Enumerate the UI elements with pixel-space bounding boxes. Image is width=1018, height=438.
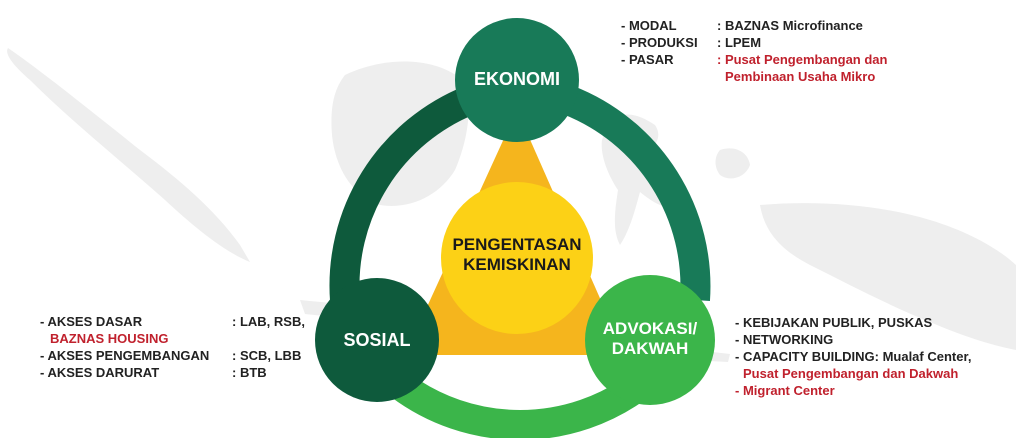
ekonomi-info-key: - MODAL xyxy=(621,18,677,33)
advokasi-label-line2: DAKWAH xyxy=(611,339,689,358)
ekonomi-info-row: - PASAR : Pusat Pengembangan dan xyxy=(621,51,921,68)
advokasi-info: - KEBIJAKAN PUBLIK, PUSKAS - NETWORKING … xyxy=(735,314,1015,399)
advokasi-info-line: - NETWORKING xyxy=(735,332,834,347)
sosial-info-row: BAZNAS HOUSING xyxy=(40,330,320,347)
sosial-info-value: : LAB, RSB, xyxy=(232,314,305,329)
ekonomi-info-row: Pembinaan Usaha Mikro xyxy=(621,68,921,85)
advokasi-info-row: - NETWORKING xyxy=(735,331,1015,348)
advokasi-info-row: - CAPACITY BUILDING: Mualaf Center, xyxy=(735,348,1015,365)
advokasi-info-row: - Migrant Center xyxy=(735,382,1015,399)
ekonomi-info-value: : LPEM xyxy=(717,35,762,50)
ekonomi-label: EKONOMI xyxy=(473,68,560,89)
advokasi-label-line1: ADVOKASI/ xyxy=(602,319,698,339)
center-circle xyxy=(441,182,593,334)
sosial-info: - AKSES DASAR : LAB, RSB, BAZNAS HOUSING… xyxy=(40,313,320,381)
map-papua xyxy=(760,203,1016,350)
ekonomi-circle xyxy=(455,18,579,142)
map-maluku xyxy=(715,148,750,179)
ekonomi-info-key: - PRODUKSI xyxy=(621,35,698,50)
center-label-line2: KEMISKINAN xyxy=(463,255,571,274)
ekonomi-info-row: - PRODUKSI : LPEM xyxy=(621,34,921,51)
sosial-circle xyxy=(315,278,439,402)
ring-arc-right xyxy=(562,86,711,302)
ekonomi-info-row: - MODAL : BAZNAS Microfinance xyxy=(621,17,921,34)
sosial-info-value: : BTB xyxy=(232,365,267,380)
ekonomi-info-value: : Pusat Pengembangan dan xyxy=(717,52,888,67)
sosial-info-highlight: BAZNAS HOUSING xyxy=(50,331,169,346)
ekonomi-info: - MODAL : BAZNAS Microfinance - PRODUKSI… xyxy=(621,17,921,85)
ring-arc-left xyxy=(329,86,476,302)
sosial-info-row: - AKSES DARURAT : BTB xyxy=(40,364,320,381)
map-sumatra xyxy=(7,48,250,262)
ring-arc-bottom xyxy=(391,372,649,438)
sosial-info-key: - AKSES DARURAT xyxy=(40,365,160,380)
ekonomi-info-key: - PASAR xyxy=(621,52,674,67)
advokasi-info-row: - KEBIJAKAN PUBLIK, PUSKAS xyxy=(735,314,1015,331)
advokasi-info-row: Pusat Pengembangan dan Dakwah xyxy=(735,365,1015,382)
advokasi-circle xyxy=(585,275,715,405)
sosial-label: SOSIAL xyxy=(343,329,411,350)
sosial-info-key: - AKSES DASAR xyxy=(40,314,143,329)
advokasi-info-line-highlight: - Migrant Center xyxy=(735,383,835,398)
center-label-line1: PENGENTASAN xyxy=(452,234,582,254)
sosial-info-value: : SCB, LBB xyxy=(232,348,302,363)
sosial-info-row: - AKSES PENGEMBANGAN : SCB, LBB xyxy=(40,347,320,364)
sosial-info-key: - AKSES PENGEMBANGAN xyxy=(40,348,210,363)
advokasi-info-line: - KEBIJAKAN PUBLIK, PUSKAS xyxy=(735,315,933,330)
center-label: PENGENTASAN KEMISKINAN xyxy=(437,232,597,278)
sosial-info-row: - AKSES DASAR : LAB, RSB, xyxy=(40,313,320,330)
advokasi-label: ADVOKASI/ DAKWAH xyxy=(585,316,715,362)
advokasi-info-line-highlight: Pusat Pengembangan dan Dakwah xyxy=(743,366,959,381)
advokasi-info-line: - CAPACITY BUILDING: Mualaf Center, xyxy=(735,349,972,364)
ekonomi-info-value-cont: Pembinaan Usaha Mikro xyxy=(725,69,876,84)
ekonomi-info-value: : BAZNAS Microfinance xyxy=(717,18,863,33)
